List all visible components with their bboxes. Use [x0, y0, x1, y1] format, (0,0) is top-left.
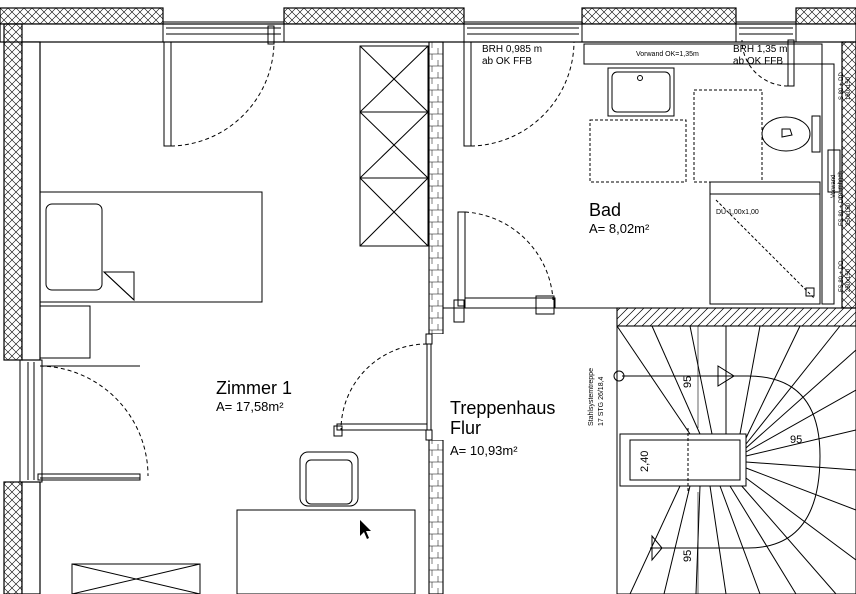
stair-dim-bottom: 95	[682, 550, 694, 562]
vorwand-ok-note: Vorwand OK=1,35m	[636, 51, 699, 58]
left-window	[19, 359, 149, 483]
nightstand	[39, 305, 91, 359]
zimmer1-area: A= 17,58m²	[216, 399, 284, 414]
wall-tag-2b: 250x150	[846, 202, 852, 226]
bathroom-fixtures	[583, 43, 841, 305]
staircase	[613, 325, 856, 594]
wall-tag-1b: 150x150	[846, 76, 852, 100]
top-windows	[162, 21, 797, 43]
vorwand-raumhoch-1: Vorwand	[831, 175, 837, 198]
bad-window-left-ref: ab OK FFB	[482, 56, 532, 67]
room-labels: Zimmer 1 A= 17,58m² Bad A= 8,02m² Treppe…	[216, 200, 650, 458]
stair-type-label: Stahlsystemtreppe	[588, 368, 595, 426]
zimmer1-name: Zimmer 1	[216, 378, 292, 398]
bed	[39, 191, 263, 303]
window-notes: BRH 0,985 m ab OK FFB BRH 1,35 m ab OK F…	[482, 44, 787, 67]
bad-name: Bad	[589, 200, 621, 220]
stair-steps-label: 17 STG 26/18,4	[598, 376, 605, 426]
stair-dim-right: 95	[790, 434, 802, 446]
bad-window-left-brh: BRH 0,985 m	[482, 44, 542, 55]
wall-tag-3a: FS 80 + DD	[839, 260, 845, 292]
treppenhaus-name: Treppenhaus	[450, 398, 555, 418]
mouse-cursor-icon	[360, 520, 371, 539]
vorwand-raumhoch-2: raumhoch	[838, 171, 844, 198]
bad-window-right-brh: BRH 1,35 m	[733, 44, 787, 55]
wall-tag-1a: S 80 + DD	[839, 71, 845, 100]
wall-tag-2a: FS 80 + DD	[839, 194, 845, 226]
bad-area: A= 8,02m²	[589, 221, 650, 236]
wall-tag-3b: 250x150	[846, 268, 852, 292]
desk	[236, 509, 416, 594]
bad-window-right-ref: ab OK FFB	[733, 56, 783, 67]
treppenhaus-area: A= 10,93m²	[450, 443, 518, 458]
stair-eye-width: 2,40	[639, 451, 651, 472]
desk-chair	[299, 451, 359, 507]
zimmer-door	[333, 333, 444, 441]
annotations: Vorwand OK=1,35m DU 1,00x1,00 Vorwand ra…	[588, 51, 852, 426]
wardrobe	[359, 45, 429, 247]
interior-walls	[428, 41, 856, 594]
shower-label: DU 1,00x1,00	[716, 209, 759, 216]
stair-dimensions: 95 95 95 2,40	[639, 376, 802, 562]
bad-door	[453, 211, 556, 323]
window-swings	[163, 25, 795, 147]
stair-dim-top: 95	[682, 376, 694, 388]
flur-name: Flur	[450, 418, 481, 438]
shelf	[71, 563, 201, 594]
